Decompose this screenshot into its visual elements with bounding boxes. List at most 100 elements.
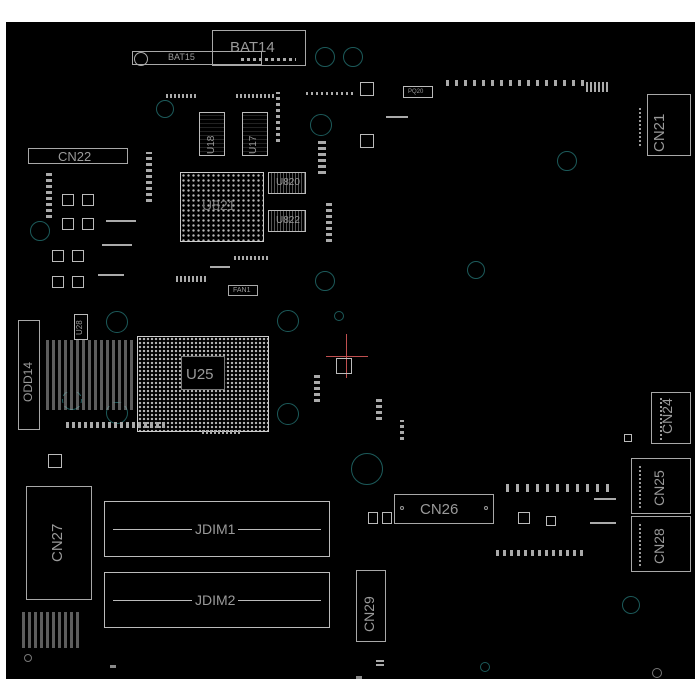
ic [72,276,84,288]
via [343,47,363,67]
ic [360,134,374,148]
odd14-outline [18,320,40,430]
passive-col [314,372,320,402]
cn28-pins [639,522,641,566]
crosshair-h [326,356,368,357]
passive-col [318,140,326,174]
ic [82,194,94,206]
passive-row [446,80,586,86]
passive-row [234,256,270,260]
via [652,668,662,678]
via [277,403,299,425]
u25-label: U25 [186,366,214,383]
passive-row [106,220,136,222]
u822-chip [268,210,306,232]
cn25-outline [631,458,691,514]
passive-col [146,152,152,202]
crosshair-v [346,334,347,378]
u18-label: U18 [206,135,217,154]
u18-chip [199,112,225,156]
passive-row [66,422,166,428]
via [30,221,50,241]
ic [52,250,64,262]
ic [382,512,392,524]
passive [356,676,362,679]
passive-row [496,550,586,556]
via [310,114,332,136]
pq20-label: PQ20 [408,89,424,95]
cn21-outline [647,94,691,156]
via [480,662,490,672]
passive-block [46,340,136,410]
ic [518,512,530,524]
bat14-outline [212,30,306,66]
cn24-outline [651,392,691,444]
pcb-board: BAT14 BAT15 CN22 CN21 U18 U17 U821 U820 … [6,22,695,679]
ic [82,218,94,230]
passive-row [202,430,242,434]
ic [48,454,62,468]
cn21-label: CN21 [651,113,668,152]
ic [52,276,64,288]
jdim1-label: JDIM1 [192,522,239,536]
u820-label: U820 [276,177,300,188]
cn27-label: CN27 [49,523,66,562]
cn25-label: CN25 [651,470,667,506]
bat15-label: BAT15 [168,52,195,62]
passive-row [386,116,408,118]
passive-col [376,396,382,420]
ic [360,82,374,96]
passive-row [586,82,608,92]
ic [62,218,74,230]
via [106,311,128,333]
u821-bga [180,172,264,242]
via [557,151,577,171]
passive-row [166,94,196,98]
via [351,453,383,485]
cn22-outline [28,148,128,164]
via [315,47,335,67]
passive-row [98,274,124,276]
passive-row [506,484,616,492]
passive-col [326,202,332,242]
cn28-label: CN28 [651,528,667,564]
cn21-pins [639,106,641,146]
passive-row [236,94,276,98]
bat14-pads [241,58,296,61]
odd14-label: ODD14 [21,361,35,402]
u28-chip [74,314,88,340]
ic [72,250,84,262]
cn29-label: CN29 [361,596,377,632]
passive-row [306,92,356,95]
jdim2-label: JDIM2 [192,593,239,607]
via [467,261,485,279]
passive-row [176,276,206,282]
passive-col [46,172,52,218]
via [334,311,344,321]
via [315,271,335,291]
via [156,100,174,118]
cn29-outline [356,570,386,642]
ic [62,194,74,206]
u822-label: U822 [276,215,300,226]
hole [24,654,32,662]
passive [110,665,116,668]
cn26-outline [394,494,494,524]
via [622,596,640,614]
ic [624,434,632,442]
cn22-label: CN22 [58,149,92,164]
passive-row [210,266,230,268]
u17-chip [242,112,268,156]
u820-chip [268,172,306,194]
cn25-pins [639,464,641,508]
passive-col [400,420,404,440]
passive-row [102,244,132,246]
ic [546,516,556,526]
fan1-outline [228,285,258,296]
u28-label: U28 [75,320,84,335]
u17-label: U17 [248,135,259,154]
fan1-label: FAN1 [233,287,251,294]
passive-row [590,522,616,524]
passive [376,658,384,666]
ic [336,358,352,374]
